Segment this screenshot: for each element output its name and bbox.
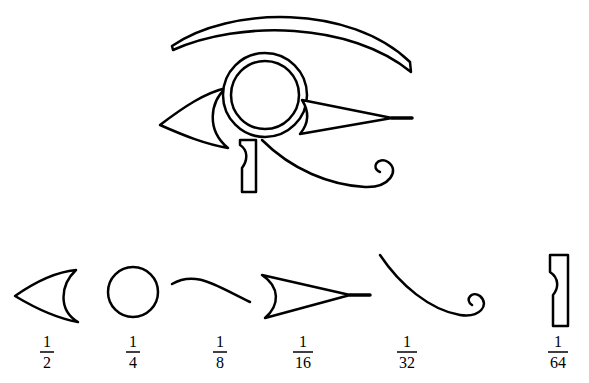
eye-pillar [240,140,256,192]
fraction-denominator: 64 [550,355,566,371]
fraction-bar [397,351,417,353]
piece-sixteenth-tail [350,293,370,297]
piece-sixtyfourth [550,255,568,326]
fraction-numerator: 1 [299,334,307,350]
fraction-numerator: 1 [43,334,51,350]
eye-left-corner [160,88,228,148]
fraction-denominator: 4 [129,355,137,371]
fraction-bar [213,351,227,353]
fraction-numerator: 1 [554,334,562,350]
fraction-numerator: 1 [403,334,411,350]
piece-sixteenth [262,275,350,318]
fraction-numerator: 1 [216,334,224,350]
fraction-numerator: 1 [129,334,137,350]
piece-quarter [108,267,158,317]
eye-curl [262,140,393,187]
fraction-denominator: 2 [43,355,51,371]
piece-half [15,270,78,322]
fraction-denominator: 32 [399,355,415,371]
pupil-inner [231,61,299,129]
piece-eighth [172,279,250,302]
pupil-outer [223,53,307,137]
fraction-bar [40,351,54,353]
piece-thirtysecond [380,255,484,315]
fraction-bar [293,351,313,353]
fraction-denominator: 16 [295,355,311,371]
fraction-bar [548,351,568,353]
fraction-bar [126,351,140,353]
eye-right-corner [300,100,392,134]
fraction-denominator: 8 [216,355,224,371]
eye-tail [392,116,412,120]
